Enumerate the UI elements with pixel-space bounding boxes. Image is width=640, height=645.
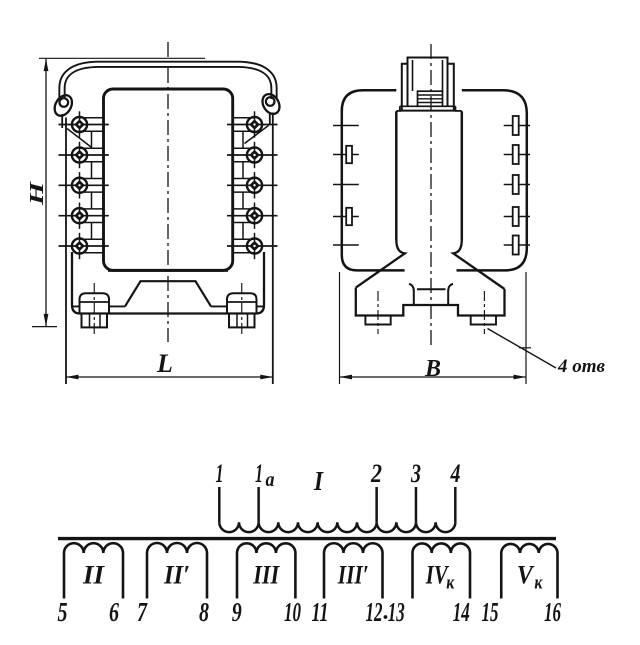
svg-text:4 отв: 4 отв — [557, 356, 606, 377]
svg-text:12: 12 — [366, 597, 383, 627]
svg-text:15: 15 — [482, 597, 499, 627]
svg-text:2: 2 — [370, 459, 382, 488]
svg-text:14: 14 — [453, 597, 470, 627]
svg-text:H: H — [27, 181, 48, 207]
svg-text:B: B — [424, 356, 441, 382]
svg-text:11: 11 — [312, 597, 329, 627]
svg-text:к: к — [534, 573, 543, 594]
svg-text:II′: II′ — [163, 561, 190, 590]
svg-text:13: 13 — [388, 597, 405, 627]
svg-text:III: III — [252, 561, 280, 590]
svg-text:7: 7 — [137, 597, 148, 627]
svg-text:1: 1 — [255, 459, 263, 488]
svg-text:8: 8 — [199, 597, 209, 627]
svg-text:1: 1 — [216, 459, 224, 488]
svg-text:9: 9 — [232, 597, 242, 627]
svg-text:10: 10 — [284, 597, 301, 627]
svg-text:a: a — [266, 469, 275, 491]
svg-text:V: V — [517, 561, 535, 590]
svg-text:16: 16 — [544, 597, 561, 627]
svg-text:6: 6 — [109, 597, 119, 627]
svg-text:к: к — [446, 573, 455, 594]
svg-text:IV: IV — [425, 561, 450, 590]
svg-text:II: II — [82, 561, 105, 590]
svg-text:I: I — [313, 466, 324, 496]
svg-text:III′: III′ — [337, 561, 369, 590]
svg-text:5: 5 — [58, 597, 68, 627]
svg-text:3: 3 — [410, 459, 421, 488]
svg-text:4: 4 — [450, 459, 461, 488]
svg-text:L: L — [156, 349, 173, 378]
